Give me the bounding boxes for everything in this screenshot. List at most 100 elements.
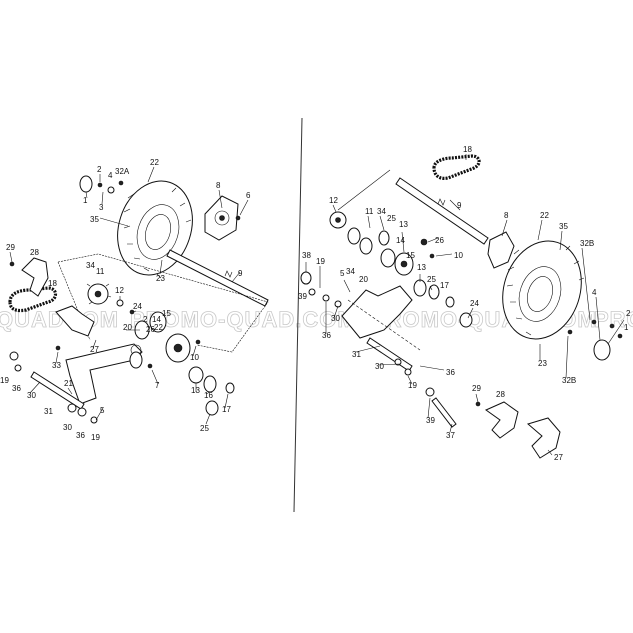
washer-39 xyxy=(425,387,435,397)
callout-label: 19 xyxy=(0,376,9,385)
callout-label: 25 xyxy=(387,214,396,223)
callout-label: 28 xyxy=(496,390,505,399)
callout-label: 15 xyxy=(406,251,415,260)
callout-label: 33 xyxy=(52,361,61,370)
callout-label: 26 xyxy=(146,325,155,334)
callout-label: 31 xyxy=(44,407,53,416)
callout-label: 10 xyxy=(454,251,463,260)
callout-label: 30 xyxy=(331,314,340,323)
callout-label: 36 xyxy=(446,368,455,377)
callout-label: 12 xyxy=(329,196,338,205)
swing-arm-right xyxy=(341,285,421,351)
callout-label: 36 xyxy=(76,431,85,440)
bolt-37 xyxy=(431,397,457,428)
callout-label: 9 xyxy=(457,201,462,210)
callout-label: 20 xyxy=(359,275,368,284)
hub-right xyxy=(487,231,515,269)
callout-label: 14 xyxy=(396,236,405,245)
callout-label: 32B xyxy=(562,376,576,385)
callout-label: 19 xyxy=(408,381,417,390)
callout-label: 3 xyxy=(99,203,104,212)
callout-label: 36 xyxy=(322,331,331,340)
callout-label: 8 xyxy=(504,211,509,220)
callout-label: 30 xyxy=(375,362,384,371)
watermark-prc: PRC xyxy=(594,307,633,332)
callout-label: 20 xyxy=(123,323,132,332)
callout-label: 35 xyxy=(559,222,568,231)
swing-arm xyxy=(65,343,143,405)
callout-label: 9 xyxy=(238,269,243,278)
callout-label: 14 xyxy=(152,315,161,324)
callout-label: 5 xyxy=(100,406,105,415)
callout-label: 35 xyxy=(90,215,99,224)
callout-label: 19 xyxy=(91,433,100,442)
left-part-labels: 22 2 4 32A 1 3 8 6 35 23 9 29 28 34 11 1… xyxy=(0,158,251,442)
callout-label: 32A xyxy=(115,167,130,176)
callout-label: 27 xyxy=(90,345,99,354)
callout-label: 32B xyxy=(580,239,594,248)
hub-assembly xyxy=(129,311,235,416)
callout-label: 17 xyxy=(440,281,449,290)
callout-label: 15 xyxy=(162,309,171,318)
callout-label: 31 xyxy=(352,350,361,359)
callout-label: 7 xyxy=(155,381,160,390)
callout-label: 30 xyxy=(27,391,36,400)
right-part-labels: 18 12 11 34 25 13 14 9 8 22 35 26 10 38 … xyxy=(298,145,631,462)
pivot-bolt-right xyxy=(366,337,413,372)
callout-label: 13 xyxy=(417,263,426,272)
callout-label: 12 xyxy=(115,286,124,295)
callout-label: 28 xyxy=(30,248,39,257)
callout-label: 11 xyxy=(96,267,105,276)
callout-label: 27 xyxy=(554,453,563,462)
callout-label: 21 xyxy=(64,379,73,388)
callout-label: 26 xyxy=(435,236,444,245)
callout-label: 38 xyxy=(302,251,311,260)
chain-guard xyxy=(21,257,49,297)
callout-label: 37 xyxy=(446,431,455,440)
callout-label: 17 xyxy=(222,405,231,414)
callout-label: 18 xyxy=(48,279,57,288)
left-fasteners xyxy=(9,175,241,424)
callout-label: 13 xyxy=(399,220,408,229)
leader-lines xyxy=(9,154,625,456)
watermark-promo-quad-left: PROMO-QUAD.COM xyxy=(130,307,357,332)
callout-label: 16 xyxy=(204,391,213,400)
brake-plate xyxy=(204,195,239,241)
callout-label: 11 xyxy=(365,207,374,216)
callout-label: 24 xyxy=(470,299,479,308)
callout-label: 34 xyxy=(346,267,355,276)
spacers-right xyxy=(591,319,623,361)
view-divider xyxy=(293,117,303,513)
callout-label: 25 xyxy=(200,424,209,433)
swingarm-bracket xyxy=(55,305,95,337)
callout-label: 29 xyxy=(6,243,15,252)
chain-guard-28 xyxy=(484,401,519,439)
left-exploded-view xyxy=(8,175,269,424)
callout-label: 2 xyxy=(143,315,148,324)
chain-guard-27 xyxy=(526,417,561,459)
callout-label: 18 xyxy=(463,145,472,154)
callout-label: 8 xyxy=(216,181,221,190)
callout-label: 6 xyxy=(246,191,251,200)
tire-right xyxy=(502,240,585,340)
callout-label: 5 xyxy=(340,269,345,278)
callout-label: 2 xyxy=(626,309,631,318)
callout-label: 22 xyxy=(540,211,549,220)
sprocket-right xyxy=(329,211,361,245)
callout-label: 24 xyxy=(133,302,142,311)
callout-label: 34 xyxy=(86,261,95,270)
axle-shaft-right xyxy=(337,169,489,245)
callout-label: 19 xyxy=(316,257,325,266)
callout-label: 2 xyxy=(97,165,102,174)
callout-label: 10 xyxy=(190,353,199,362)
callout-label: 22 xyxy=(150,158,159,167)
callout-label: 39 xyxy=(298,292,307,301)
callout-label: 23 xyxy=(156,274,165,283)
callout-label: 22 xyxy=(154,323,163,332)
callout-label: 36 xyxy=(12,384,21,393)
callout-label: 23 xyxy=(538,359,547,368)
callout-label: 1 xyxy=(624,323,629,332)
right-fasteners xyxy=(300,238,573,407)
callout-label: 4 xyxy=(592,288,597,297)
